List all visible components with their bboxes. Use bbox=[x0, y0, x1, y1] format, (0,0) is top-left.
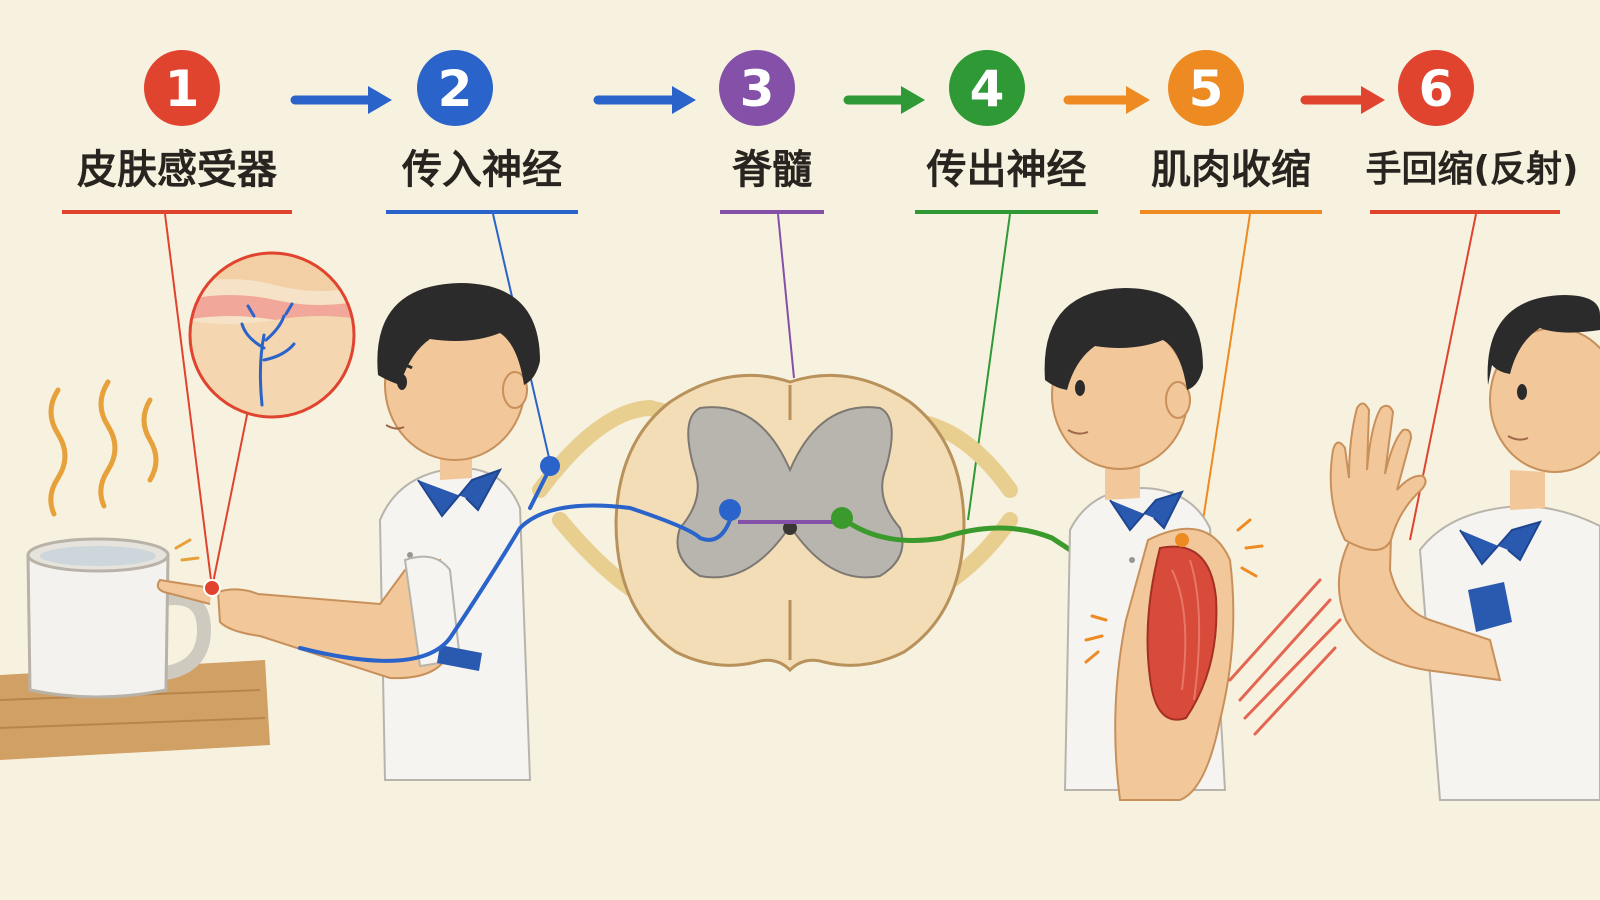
step-badge-2: 2 bbox=[417, 50, 493, 126]
pointer-receptor bbox=[164, 213, 213, 589]
step-badge-1: 1 bbox=[144, 50, 220, 126]
flow-arrow-1-2 bbox=[290, 86, 392, 114]
step-badge-6: 6 bbox=[1398, 50, 1474, 126]
muscle-icon bbox=[1146, 545, 1218, 721]
receptor-dot bbox=[203, 579, 221, 597]
pointer-efferent bbox=[967, 213, 1011, 521]
step-badge-4: 4 bbox=[949, 50, 1025, 126]
boy-reaching bbox=[156, 283, 540, 781]
pointer-zoom bbox=[211, 409, 249, 589]
step-badge-5: 5 bbox=[1168, 50, 1244, 126]
flow-arrow-4-5 bbox=[1063, 86, 1150, 114]
hot-mug-icon bbox=[26, 537, 212, 699]
step-badge-3: 3 bbox=[719, 50, 795, 126]
step-number-2: 2 bbox=[438, 60, 473, 118]
step-number-3: 3 bbox=[740, 60, 775, 118]
efferent-motor-neuron bbox=[831, 507, 853, 529]
flow-arrow-5-6 bbox=[1300, 86, 1385, 114]
step-label-4: 传出神经 bbox=[926, 147, 1087, 193]
spinal-cord-icon bbox=[532, 373, 1018, 673]
pointer-muscle bbox=[1199, 213, 1251, 541]
step-number-6: 6 bbox=[1419, 60, 1454, 118]
steam-icon bbox=[48, 379, 159, 517]
boy-muscle bbox=[1044, 288, 1264, 801]
pointer-spinal bbox=[777, 213, 795, 379]
step-label-2: 传入神经 bbox=[402, 147, 562, 193]
step-label-6: 手回缩(反射) bbox=[1365, 149, 1579, 190]
flow-arrow-2-3 bbox=[593, 86, 696, 114]
skin-zoom-icon bbox=[188, 251, 356, 419]
boy-withdrawn bbox=[1329, 295, 1600, 801]
afferent-terminal bbox=[719, 499, 741, 521]
step-label-1: 皮肤感受器 bbox=[77, 147, 277, 193]
step-number-1: 1 bbox=[165, 60, 200, 118]
step-number-5: 5 bbox=[1189, 60, 1224, 118]
afferent-ganglion bbox=[540, 456, 560, 476]
step-label-5: 肌肉收缩 bbox=[1151, 147, 1311, 193]
step-number-4: 4 bbox=[970, 60, 1005, 118]
motion-lines-icon bbox=[1228, 578, 1342, 736]
step-label-3: 脊髓 bbox=[732, 147, 812, 193]
flow-arrow-3-4 bbox=[843, 86, 925, 114]
